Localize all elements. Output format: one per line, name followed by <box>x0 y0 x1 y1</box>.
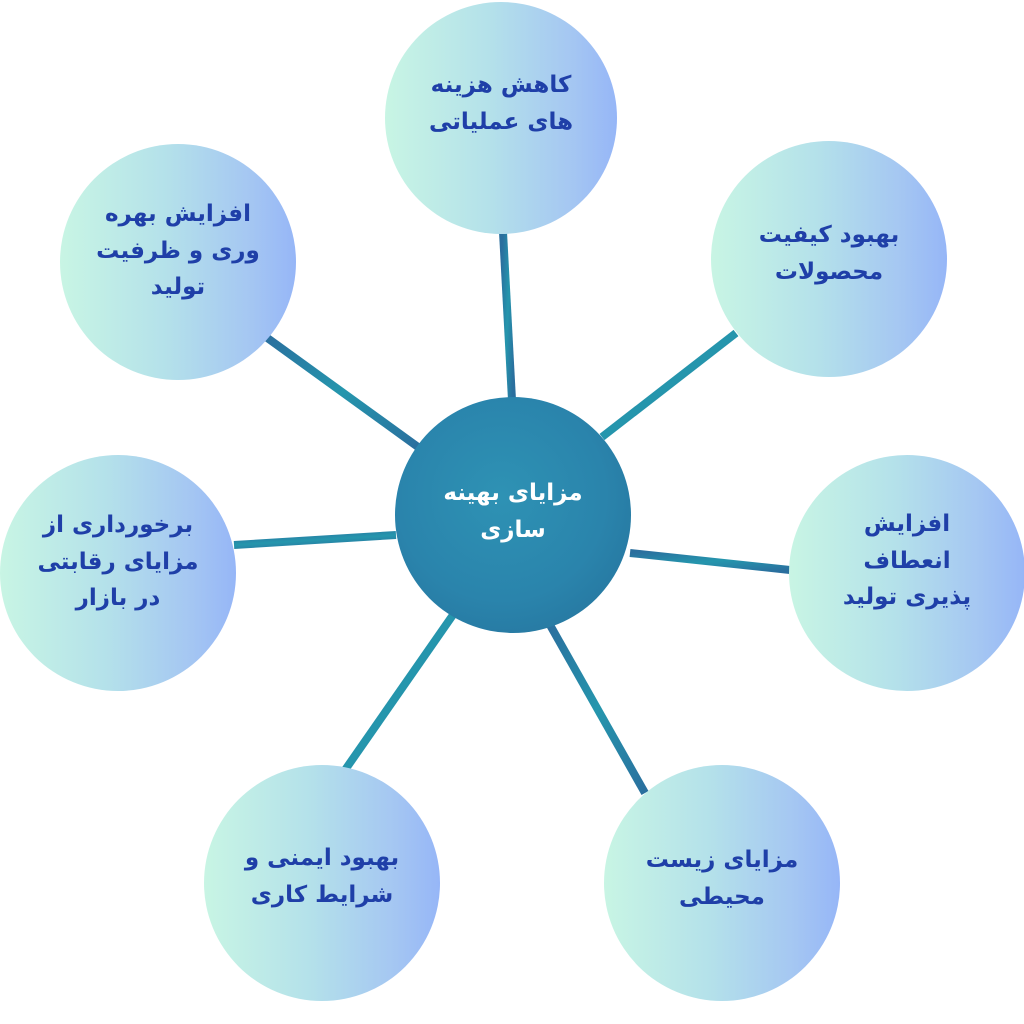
connector-bottom-right <box>546 623 649 795</box>
connector-bottom-left <box>341 609 459 773</box>
node-competitive-advantage: برخورداری از مزایای رقابتی در بازار <box>0 455 236 691</box>
node-label: افزایش انعطاف پذیری تولید <box>842 510 972 611</box>
connector-left <box>233 531 397 549</box>
node-label: کاهش هزینه های عملیاتی <box>428 72 574 135</box>
connector-right <box>629 549 791 574</box>
node-reduce-operating-costs: کاهش هزینه های عملیاتی <box>385 2 617 234</box>
node-environmental-benefits: مزایای زیست محیطی <box>604 765 840 1001</box>
node-label: برخورداری از مزایای رقابتی در بازار <box>37 511 199 612</box>
connector-top-left <box>263 333 421 451</box>
center-label: مزایای بهینه سازی <box>443 480 583 543</box>
node-improve-product-quality: بهبود کیفیت محصولات <box>711 141 947 377</box>
node-increase-productivity-capacity: افزایش بهره وری و ظرفیت تولید <box>60 144 296 380</box>
node-label: افزایش بهره وری و ظرفیت تولید <box>96 200 260 301</box>
node-label: بهبود ایمنی و شرایط کاری <box>244 845 400 908</box>
connector-top <box>499 231 516 401</box>
node-increase-production-flexibility: افزایش انعطاف پذیری تولید <box>789 455 1024 691</box>
node-improve-safety-working-conditions: بهبود ایمنی و شرایط کاری <box>204 765 440 1001</box>
center-node-optimization-benefits: مزایای بهینه سازی <box>395 397 631 633</box>
node-label: مزایای زیست محیطی <box>645 847 799 910</box>
node-label: بهبود کیفیت محصولات <box>758 222 900 285</box>
connector-top-right <box>599 329 739 441</box>
